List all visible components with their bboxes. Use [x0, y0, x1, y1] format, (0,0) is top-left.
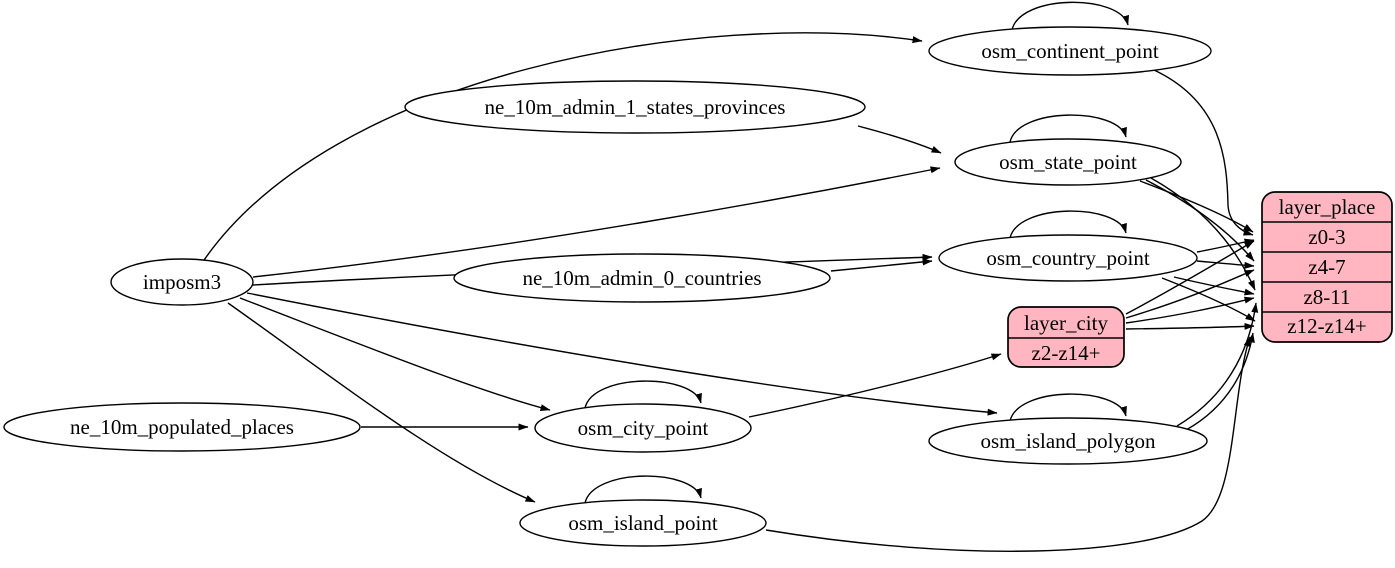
node-ne-10m-admin-0-countries: ne_10m_admin_0_countries: [453, 253, 831, 303]
node-ne-10m-admin-0-countries-shape: [453, 253, 831, 303]
record-layer-place-title: layer_place: [1279, 195, 1376, 219]
edge-osm_city_point-layer_city-z2-z14: [748, 353, 1002, 418]
edge-osm_island_polygon-layer_place-z12-z14: [1185, 332, 1255, 431]
node-osm-city-point-label: osm_city_point: [578, 416, 709, 440]
record-layer-city: layer_city z2-z14+: [1007, 306, 1125, 368]
edge-osm_island_point-layer_place-z12-z14: [765, 336, 1251, 552]
edge-osm_state_point-layer_place-z8-11: [1150, 177, 1256, 291]
record-layer-city-box: [1007, 306, 1125, 368]
node-imposm3: imposm3: [110, 258, 254, 306]
edge-osm_island_polygon-layer_place-z8-11: [1176, 302, 1259, 427]
edge-osm_country_point-layer_place-z4-7: [1196, 260, 1255, 269]
self-loop-osm_island_polygon: [1009, 393, 1127, 422]
node-ne-10m-admin-1-states-provinces: ne_10m_admin_1_states_provinces: [404, 80, 866, 134]
node-ne-10m-admin-0-countries-label: ne_10m_admin_0_countries: [522, 266, 761, 290]
node-osm-island-polygon-label: osm_island_polygon: [980, 429, 1156, 453]
node-osm-country-point-label: osm_country_point: [986, 246, 1149, 270]
node-osm-continent-point-label: osm_continent_point: [981, 39, 1158, 63]
edge-imposm3-osm_city_point: [239, 297, 551, 412]
record-layer-place-row-z12-z14: z12-z14+: [1287, 314, 1366, 338]
node-imposm3-shape: [110, 258, 254, 306]
record-layer-place-row-z8-11: z8-11: [1303, 285, 1350, 309]
edge-osm_state_point-layer_place-z4-7: [1145, 179, 1255, 262]
node-osm-country-point: osm_country_point: [938, 234, 1198, 282]
edge-layer_city-layer_place-z4-7: [1125, 269, 1255, 319]
node-ne-10m-admin-1-states-provinces-shape: [404, 80, 866, 134]
record-layer-place-row-z4-7: z4-7: [1308, 255, 1345, 279]
node-imposm3-label: imposm3: [143, 270, 221, 294]
node-osm-island-point-shape: [519, 499, 767, 547]
record-layer-city-row-z2-z14: z2-z14+: [1032, 341, 1101, 365]
edge-imposm3-osm_continent_point: [201, 32, 923, 264]
edge-osm_state_point-layer_place-z0-3: [1139, 180, 1254, 233]
node-osm-country-point-shape: [938, 234, 1198, 282]
node-osm-continent-point: osm_continent_point: [928, 26, 1212, 76]
self-loop-osm_state_point: [1009, 114, 1127, 143]
node-osm-state-point: osm_state_point: [954, 138, 1182, 186]
edge-osm_country_point-layer_place-z8-11: [1173, 276, 1255, 296]
record-layer-place-box: [1261, 191, 1393, 343]
node-ne-10m-populated-places-label: ne_10m_populated_places: [70, 415, 294, 439]
edge-imposm3-osm_island_polygon: [246, 292, 998, 416]
record-layer-place-row-z0-3: z0-3: [1308, 225, 1345, 249]
node-osm-city-point-shape: [534, 403, 752, 453]
record-layer-city-title: layer_city: [1024, 311, 1108, 335]
edge-imposm3-osm_state_point: [252, 166, 941, 278]
self-loop-osm_country_point: [1009, 210, 1127, 239]
node-osm-island-point-label: osm_island_point: [568, 511, 718, 535]
node-osm-island-polygon: osm_island_polygon: [928, 417, 1208, 465]
edge-osm_continent_point-layer_place-z0-3: [1153, 69, 1254, 236]
edge-ne_10m_admin_0_countries-osm_country_point: [830, 258, 933, 272]
node-ne-10m-populated-places: ne_10m_populated_places: [3, 402, 361, 452]
edge-ne_10m_admin_1_states_provinces-osm_state_point: [857, 125, 942, 154]
self-loop-osm_city_point: [584, 380, 702, 409]
node-ne-10m-admin-1-states-provinces-label: ne_10m_admin_1_states_provinces: [485, 95, 786, 119]
edge-layer_city-layer_place-z0-3: [1125, 240, 1255, 315]
node-ne-10m-populated-places-shape: [3, 402, 361, 452]
node-osm-island-polygon-shape: [928, 417, 1208, 465]
node-osm-continent-point-shape: [928, 26, 1212, 76]
record-layer-place: layer_place z0-3 z4-7 z8-11 z12-z14+: [1261, 191, 1393, 343]
node-osm-state-point-shape: [954, 138, 1182, 186]
self-loop-osm_island_point: [584, 475, 702, 504]
edge-imposm3-osm_island_point: [227, 302, 536, 503]
node-osm-island-point: osm_island_point: [519, 499, 767, 547]
edge-layer_city-layer_place-z8-11: [1125, 296, 1255, 324]
node-osm-state-point-label: osm_state_point: [999, 150, 1137, 174]
edges-layer: [201, 1, 1259, 552]
edge-layer_city-layer_place-z12-z14: [1125, 322, 1255, 330]
self-loop-osm_continent_point: [1011, 1, 1129, 31]
node-osm-city-point: osm_city_point: [534, 403, 752, 453]
